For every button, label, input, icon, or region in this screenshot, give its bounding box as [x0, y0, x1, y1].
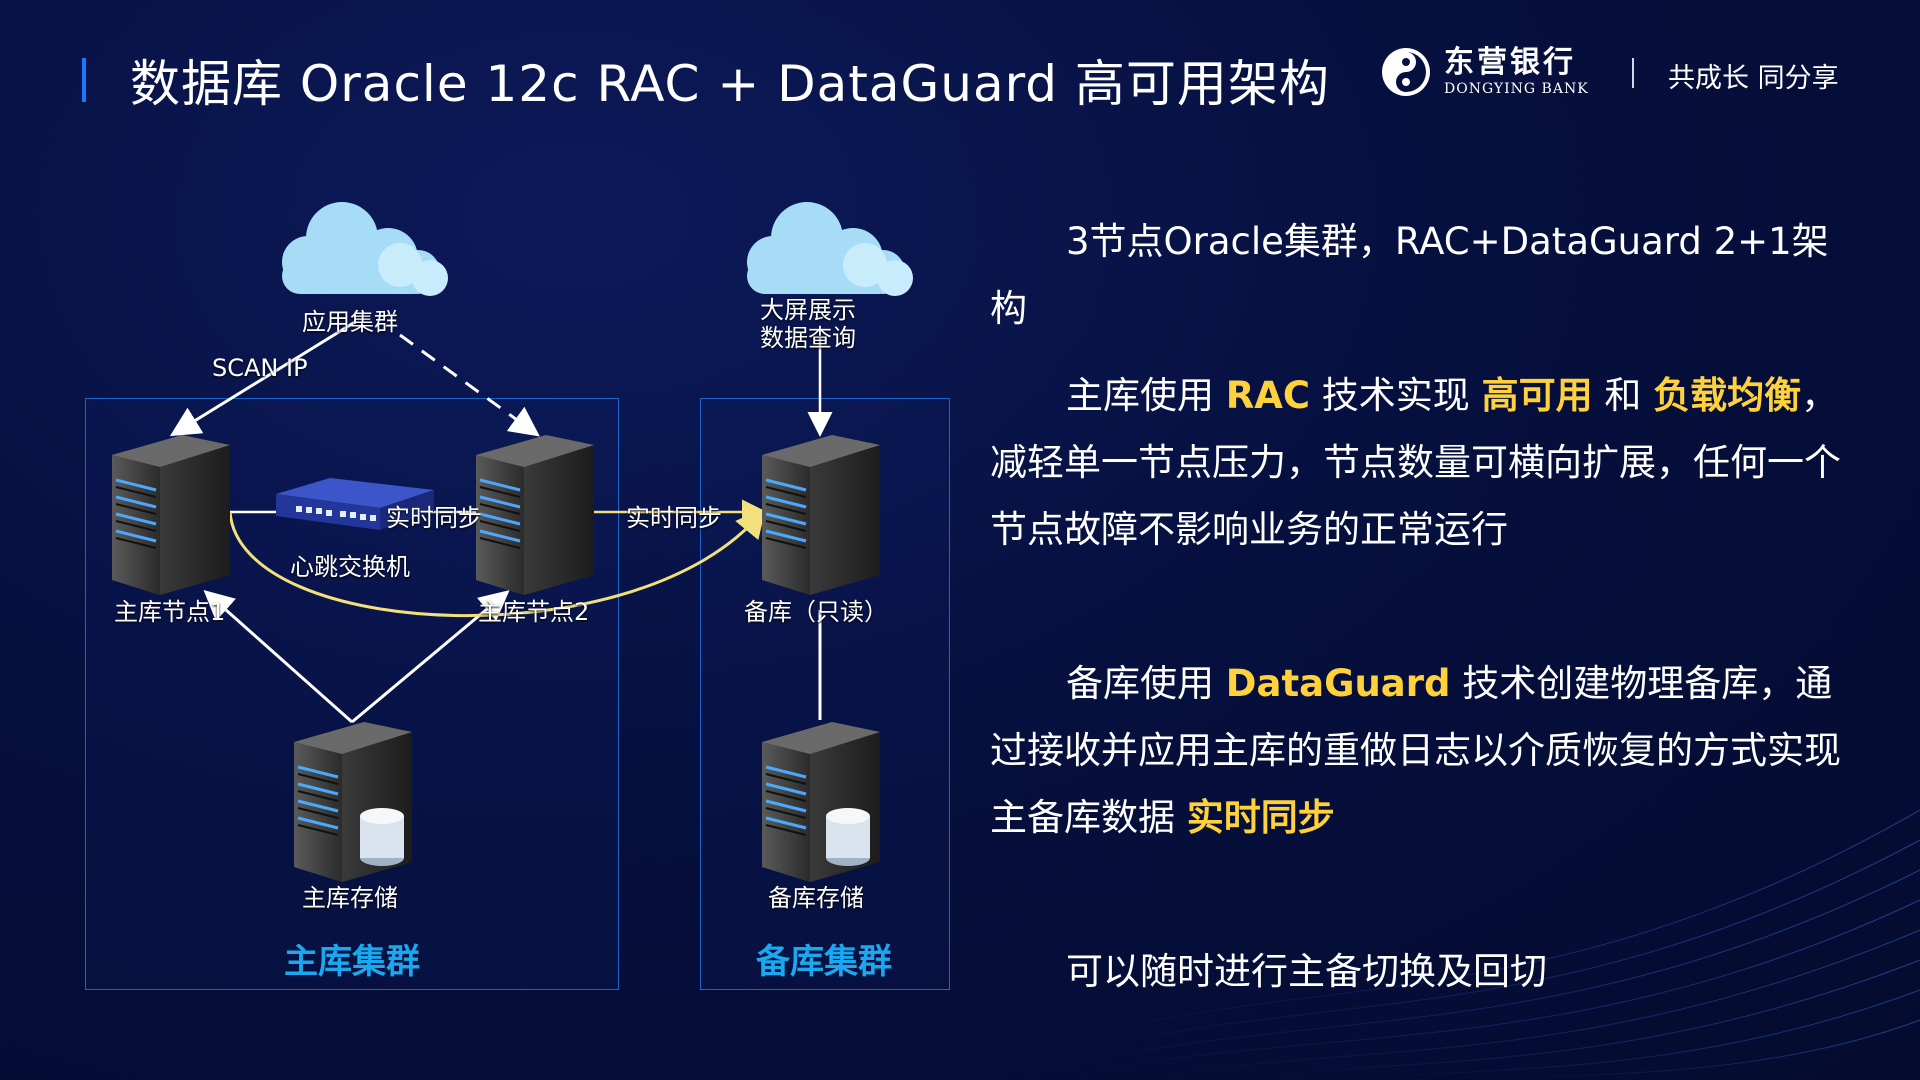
heartbeat-switch-icon: [276, 478, 434, 530]
rac-text-1: 主库使用: [1066, 374, 1226, 417]
page-title: 数据库 Oracle 12c RAC + DataGuard 高可用架构: [130, 55, 1330, 113]
primary-storage-db-icon: [360, 808, 404, 866]
heartbeat-switch-label: 心跳交换机: [290, 553, 410, 581]
rac-paragraph: 主库使用 RAC 技术实现 高可用 和 负载均衡，减轻单一节点压力，节点数量可横…: [990, 362, 1850, 563]
bank-logo-cn: 东营银行: [1444, 45, 1576, 80]
title-accent-bar: [82, 58, 86, 102]
primary-node1-label: 主库节点1: [114, 598, 226, 626]
diagram-connections: [110, 202, 913, 884]
summary-text: 3节点Oracle集群，RAC+DataGuard 2+1架构: [990, 220, 1829, 330]
primary-node2-label: 主库节点2: [478, 598, 590, 626]
switchover-paragraph: 可以随时进行主备切换及回切: [990, 938, 1850, 1005]
dg-text-2: 技术创建物理备库，通过接收并应用主库的重做日志以介质恢复的方式实现主备库数据: [990, 662, 1841, 839]
standby-storage-label: 备库存储: [768, 884, 864, 912]
sync-label-external: 实时同步: [626, 504, 722, 532]
screen-display-label: 大屏展示: [760, 296, 856, 324]
dataguard-paragraph: 备库使用 DataGuard 技术创建物理备库，通过接收并应用主库的重做日志以介…: [990, 650, 1850, 851]
primary-node2-server-icon: [474, 433, 596, 597]
standby-readonly-label: 备库（只读）: [744, 598, 888, 626]
rac-highlight-lb: 负载均衡: [1653, 374, 1802, 417]
bank-logo-en: DONGYING BANK: [1444, 81, 1589, 97]
bank-logo-icon: [1382, 48, 1430, 96]
slogan: 共成长 同分享: [1668, 63, 1839, 94]
dg-highlight-dataguard: DataGuard: [1225, 662, 1451, 705]
rac-text-3: 和: [1592, 374, 1654, 417]
standby-server-icon: [760, 433, 882, 597]
switchover-text: 可以随时进行主备切换及回切: [1066, 950, 1547, 993]
primary-cluster-label: 主库集群: [284, 942, 420, 982]
architecture-diagram: 应用集群 大屏展示 数据查询 SCAN IP 实时同步 实时同步 心跳交换机 主…: [85, 202, 950, 990]
scan-ip-label: SCAN IP: [212, 354, 308, 382]
rac-highlight-rac: RAC: [1225, 374, 1311, 417]
app-cluster-label: 应用集群: [302, 308, 398, 336]
sync-label-internal: 实时同步: [386, 504, 482, 532]
primary-storage-label: 主库存储: [302, 884, 398, 912]
rac-text-4: ，减轻单一节点压力，节点数量可横向扩展，任何一个节点故障不影响业务的正常运行: [990, 374, 1841, 551]
dg-highlight-sync: 实时同步: [1186, 796, 1335, 839]
bank-logo: 东营银行 DONGYING BANK: [1380, 46, 1589, 98]
standby-cluster-label: 备库集群: [756, 942, 892, 982]
logo-divider: [1632, 58, 1634, 88]
dg-text-1: 备库使用: [1066, 662, 1226, 705]
summary-paragraph: 3节点Oracle集群，RAC+DataGuard 2+1架构: [990, 208, 1850, 342]
data-query-label: 数据查询: [760, 324, 856, 352]
primary-node1-server-icon: [110, 433, 232, 597]
standby-storage-db-icon: [826, 808, 870, 866]
rac-text-2: 技术实现: [1310, 374, 1482, 417]
rac-highlight-ha: 高可用: [1481, 374, 1593, 417]
